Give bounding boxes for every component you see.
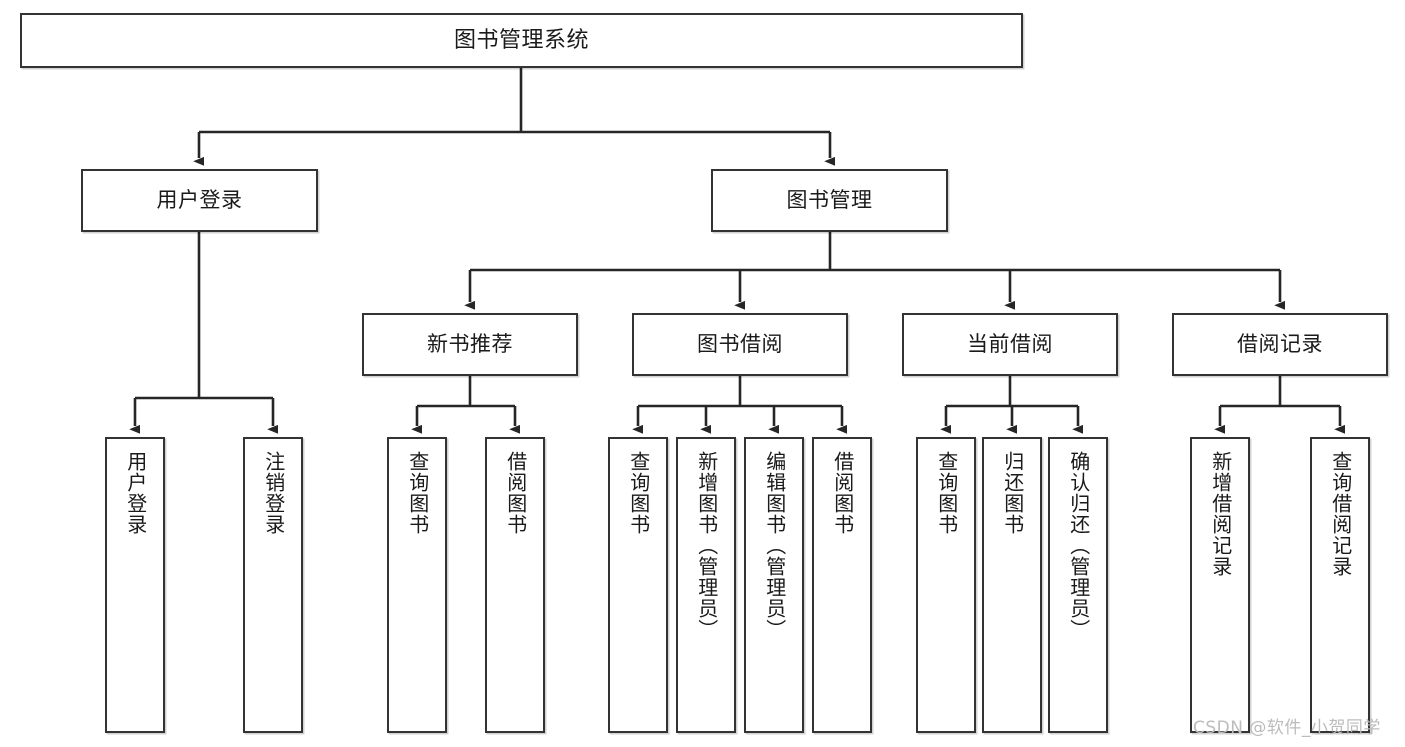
node-label: 用户登录: [156, 188, 243, 213]
node-label: 注销登录: [261, 451, 286, 535]
node-label: 查询图书: [405, 451, 430, 535]
node-label: 新增借阅记录: [1208, 451, 1233, 577]
node-l12[interactable]: 新增借阅记录: [1190, 437, 1250, 733]
node-l11[interactable]: 确认归还（管理员）: [1048, 437, 1108, 733]
node-label: 查询借阅记录: [1328, 451, 1353, 577]
node-label: 查询图书: [626, 451, 651, 535]
node-label: 新书推荐: [427, 332, 513, 357]
node-label: 确认归还（管理员）: [1066, 451, 1091, 640]
node-newbook[interactable]: 新书推荐: [362, 313, 578, 376]
node-l5[interactable]: 查询图书: [608, 437, 668, 733]
node-label: 图书管理: [786, 188, 873, 213]
node-label: 借阅记录: [1237, 332, 1323, 357]
node-label: 借阅图书: [830, 451, 855, 535]
node-label: 查询图书: [934, 451, 959, 535]
node-bookmgmt[interactable]: 图书管理: [711, 169, 948, 232]
node-l3[interactable]: 查询图书: [387, 437, 447, 733]
node-label: 借阅图书: [503, 451, 528, 535]
node-root[interactable]: 图书管理系统: [20, 13, 1023, 68]
node-label: 编辑图书（管理员）: [762, 451, 787, 640]
node-l7[interactable]: 编辑图书（管理员）: [744, 437, 804, 733]
node-l10[interactable]: 归还图书: [982, 437, 1042, 733]
node-label: 新增图书（管理员）: [694, 451, 719, 640]
node-label: 图书借阅: [697, 332, 783, 357]
node-label: 图书管理系统: [453, 27, 589, 53]
node-login[interactable]: 用户登录: [81, 169, 318, 232]
csdn-watermark: CSDN @软件_小贺同学: [1193, 718, 1381, 738]
node-l8[interactable]: 借阅图书: [812, 437, 872, 733]
node-l13[interactable]: 查询借阅记录: [1310, 437, 1370, 733]
node-label: 用户登录: [123, 451, 148, 535]
node-records[interactable]: 借阅记录: [1172, 313, 1388, 376]
node-l1[interactable]: 用户登录: [105, 437, 165, 733]
node-borrow[interactable]: 图书借阅: [632, 313, 848, 376]
node-l2[interactable]: 注销登录: [243, 437, 303, 733]
node-l4[interactable]: 借阅图书: [485, 437, 545, 733]
node-l6[interactable]: 新增图书（管理员）: [676, 437, 736, 733]
node-current[interactable]: 当前借阅: [902, 313, 1118, 376]
node-l9[interactable]: 查询图书: [916, 437, 976, 733]
node-label: 当前借阅: [967, 332, 1053, 357]
node-label: 归还图书: [1000, 451, 1025, 535]
